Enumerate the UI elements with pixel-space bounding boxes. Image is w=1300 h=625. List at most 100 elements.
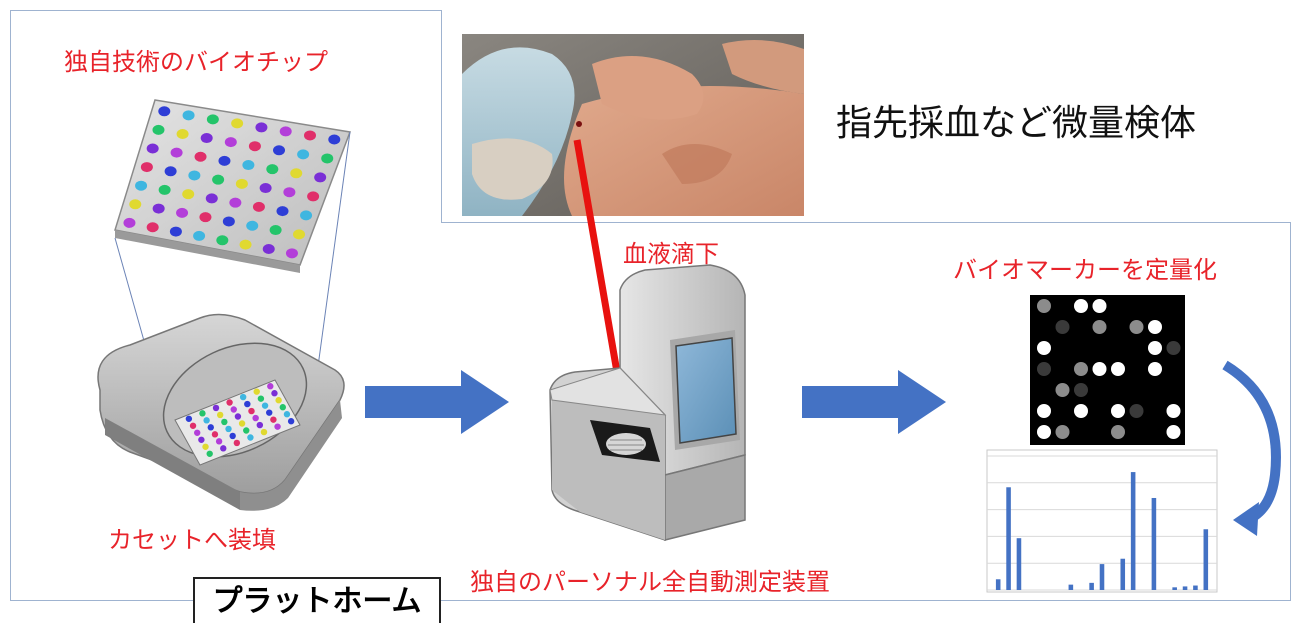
chip-spot xyxy=(222,216,235,227)
cassette-spot xyxy=(279,404,286,411)
chip-spot xyxy=(276,206,289,217)
chip-spot xyxy=(129,199,142,210)
biochip-label: 独自技術のバイオチップ xyxy=(64,48,328,76)
cassette-spot xyxy=(220,445,227,452)
chip-spot xyxy=(176,207,189,218)
cassette-spot xyxy=(225,425,232,433)
chart-bar xyxy=(1182,586,1188,590)
chip-spot xyxy=(285,248,298,259)
chip-spot xyxy=(279,126,292,137)
chart-bar xyxy=(1130,472,1136,590)
cassette-spot xyxy=(198,436,205,443)
chip-spot xyxy=(146,143,159,154)
array-spot xyxy=(1092,320,1107,334)
chart-bar xyxy=(995,579,1001,590)
chip-spot xyxy=(259,183,272,194)
cassette-spot xyxy=(194,429,201,436)
chip-spot xyxy=(231,118,244,129)
chip-spot xyxy=(123,217,136,228)
chip-spot xyxy=(224,137,237,148)
array-spot xyxy=(1148,320,1162,334)
frame-mid xyxy=(441,222,1291,223)
array-spot xyxy=(1074,299,1088,313)
cassette-spot xyxy=(226,399,233,406)
cassette-spot xyxy=(199,410,206,417)
chip-spot xyxy=(152,124,165,135)
array-spot xyxy=(1055,383,1070,397)
cassette-spot xyxy=(252,414,259,422)
cassette-spot xyxy=(207,424,214,431)
cassette-spot xyxy=(229,432,236,440)
frame-right xyxy=(1290,222,1291,600)
cassette-spot xyxy=(260,428,268,436)
chip-spot xyxy=(216,235,229,246)
chart-bar xyxy=(1151,497,1157,590)
chip-spot xyxy=(283,187,296,198)
chip-spot xyxy=(262,243,275,254)
chart-bar xyxy=(1193,585,1198,590)
array-spot xyxy=(1111,425,1125,439)
chart-bar xyxy=(1203,529,1209,590)
device-label: 独自のパーソナル全自動測定装置 xyxy=(470,568,830,596)
chip-spot xyxy=(194,151,207,162)
fingertip-photo xyxy=(462,34,804,217)
chip-spot xyxy=(229,197,242,208)
chip-spot xyxy=(212,174,225,185)
cassette-spot xyxy=(233,439,241,447)
cassette-spot xyxy=(266,409,273,416)
cassette-spot xyxy=(211,431,219,438)
chart-bar xyxy=(1172,587,1177,590)
chip-spot xyxy=(135,180,148,191)
cassette-spot xyxy=(247,434,254,441)
curved-arrow-icon xyxy=(1222,360,1281,536)
chip-spot xyxy=(176,128,189,139)
frame-bottom xyxy=(10,600,1291,601)
chip-spot xyxy=(218,155,231,166)
chip-spot xyxy=(290,168,303,179)
chart-bar xyxy=(1016,538,1022,590)
chip-spot xyxy=(169,226,182,237)
sample-title: 指先採血など微量検体 xyxy=(836,103,1197,144)
cassette-spot xyxy=(256,421,264,429)
chip-spot xyxy=(314,172,327,183)
chart-bar xyxy=(1089,582,1094,590)
chip-spot xyxy=(206,114,219,125)
cassette-spot xyxy=(244,400,251,408)
chip-spot xyxy=(170,147,183,158)
cassette-label: カセットへ装填 xyxy=(108,526,276,554)
array-spot xyxy=(1129,404,1144,418)
cassette-spot xyxy=(189,422,197,429)
chip-spot xyxy=(140,162,153,173)
cassette-spot xyxy=(257,395,265,402)
cassette-spot xyxy=(274,423,281,430)
chart-bar xyxy=(1006,487,1011,590)
array-spot xyxy=(1148,341,1162,355)
array-spot xyxy=(1074,404,1088,418)
chip-spot xyxy=(307,191,320,202)
chip-spot xyxy=(255,122,268,133)
chip-spot xyxy=(328,134,341,145)
chip-spot xyxy=(273,145,286,156)
chip-spot xyxy=(182,110,195,121)
chip-spot xyxy=(269,225,282,236)
cassette-spot xyxy=(239,393,247,401)
biochip-illustration xyxy=(97,99,352,511)
chip-spot xyxy=(252,201,265,212)
cassette-spot xyxy=(202,443,209,450)
chip-spot xyxy=(293,229,306,240)
cassette-spot xyxy=(212,404,220,412)
array-spot xyxy=(1055,320,1070,334)
chip-spot xyxy=(152,203,165,214)
right-arrow-icon xyxy=(802,370,946,434)
cassette-spot xyxy=(234,413,242,420)
cassette-spot xyxy=(275,397,282,404)
cassette-spot xyxy=(238,420,246,427)
array-spot xyxy=(1037,425,1051,439)
cassette-spot xyxy=(243,427,250,434)
platform-label: プラットホーム xyxy=(193,577,441,623)
chip-spot xyxy=(248,141,261,152)
cassette-spot xyxy=(206,450,213,457)
cassette-spot xyxy=(216,411,224,419)
chip-spot xyxy=(300,210,313,221)
cassette-spot xyxy=(215,438,223,445)
